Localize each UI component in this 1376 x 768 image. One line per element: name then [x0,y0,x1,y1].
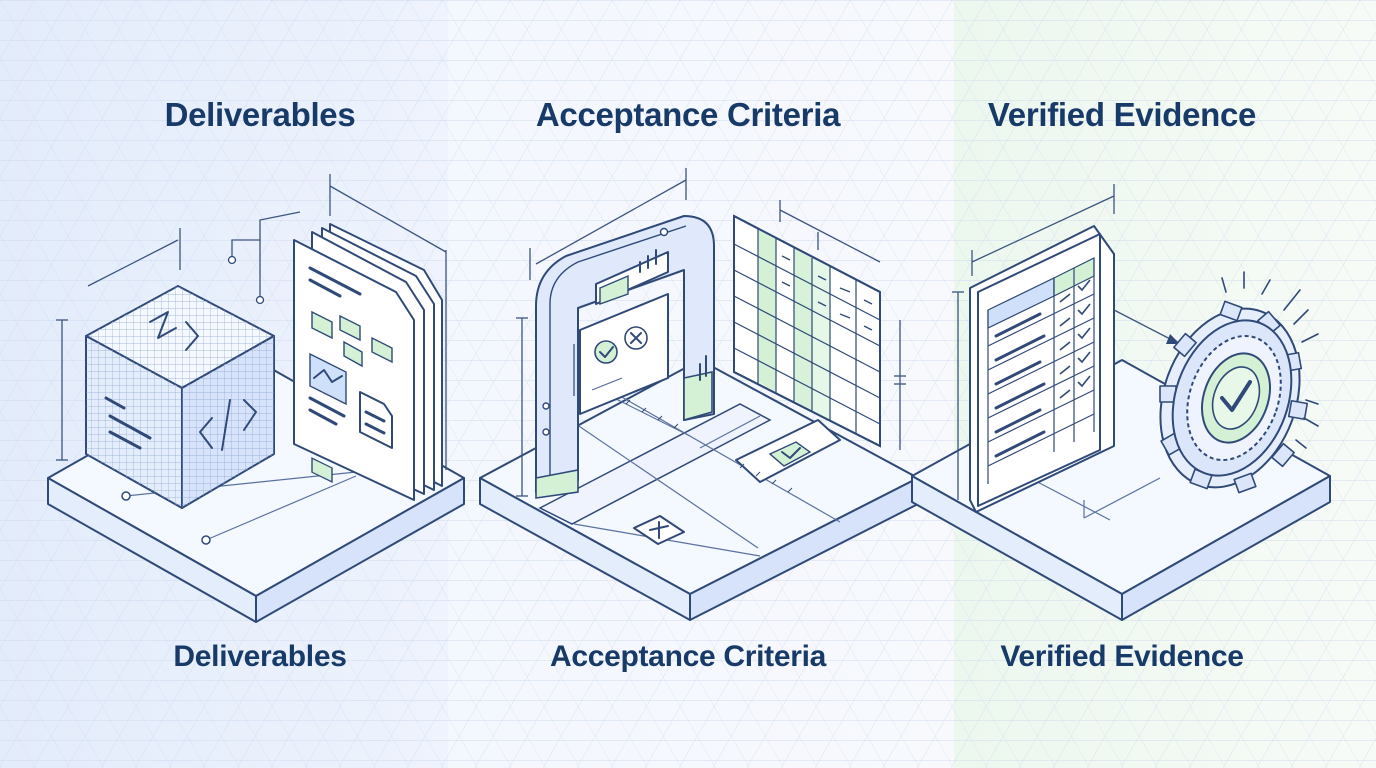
code-cube-icon [85,285,275,509]
panel-title-deliverables: Deliverables [164,96,356,133]
evidence-illustration [911,184,1331,621]
check-gear-badge-icon [1159,271,1319,494]
panel-caption-acceptance-criteria: Acceptance Criteria [549,640,827,673]
document-stack-icon [293,223,443,501]
panel-title-acceptance-criteria: Acceptance Criteria [535,96,841,133]
panel-caption-deliverables: Deliverables [173,640,347,673]
panel-caption-verified-evidence: Verified Evidence [1000,640,1244,673]
acceptance-illustration [479,168,919,621]
criteria-grid-icon [733,214,881,448]
panel-title-verified-evidence: Verified Evidence [987,96,1257,133]
gate-arch-icon [535,215,715,499]
deliverables-illustration [47,174,465,623]
checklist-document-icon [969,225,1115,513]
